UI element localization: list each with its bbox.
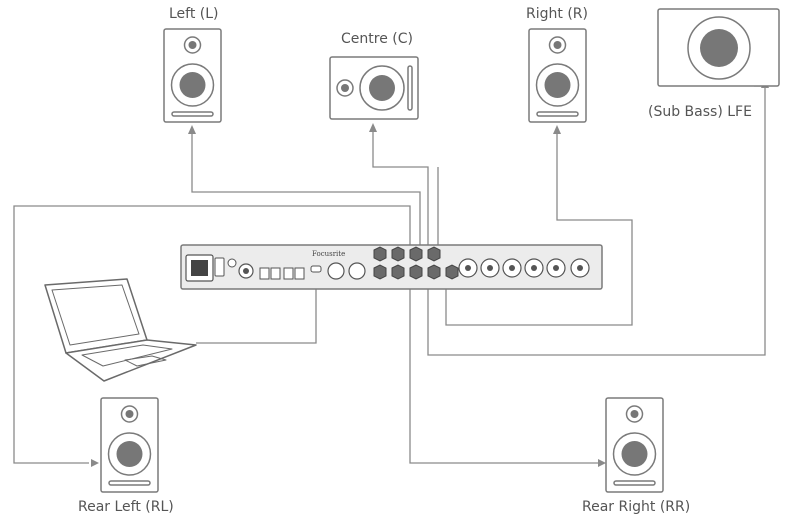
cable-right (445, 132, 633, 326)
speaker-right (528, 28, 587, 123)
ground-post (227, 258, 237, 268)
speaker-lfe (657, 8, 780, 87)
cable-rear-right (409, 280, 602, 464)
cable-usb (196, 272, 317, 344)
arrow-left (188, 125, 196, 134)
label-centre: Centre (C) (341, 31, 413, 47)
usb-port (310, 265, 322, 273)
cable-left (191, 132, 421, 262)
arrow-rear-right (598, 459, 606, 467)
label-rear-left: Rear Left (RL) (78, 499, 174, 515)
speaker-rear-left (100, 397, 159, 493)
speaker-rear-right (605, 397, 664, 493)
label-lfe: (Sub Bass) LFE (648, 104, 752, 120)
label-right: Right (R) (526, 6, 588, 22)
laptop-keyboard (81, 344, 173, 367)
laptop-trackpad (124, 355, 167, 367)
digital-ports (259, 267, 305, 280)
midi-ports (327, 262, 366, 280)
interface-brand: Focusrite (312, 250, 345, 258)
arrow-right (553, 125, 561, 134)
line-outputs (373, 246, 459, 280)
audio-interface: Focusrite (180, 244, 603, 290)
label-left: Left (L) (169, 6, 219, 22)
arrow-centre (369, 123, 377, 132)
laptop-screen-inner (51, 284, 140, 346)
cable-rear-left (13, 205, 411, 464)
speaker-left (163, 28, 222, 123)
arrow-rear-left (91, 459, 99, 467)
speaker-centre (329, 56, 419, 120)
laptop-base (65, 339, 197, 382)
power-switch (214, 257, 225, 277)
label-rear-right: Rear Right (RR) (582, 499, 691, 515)
laptop (44, 278, 197, 382)
